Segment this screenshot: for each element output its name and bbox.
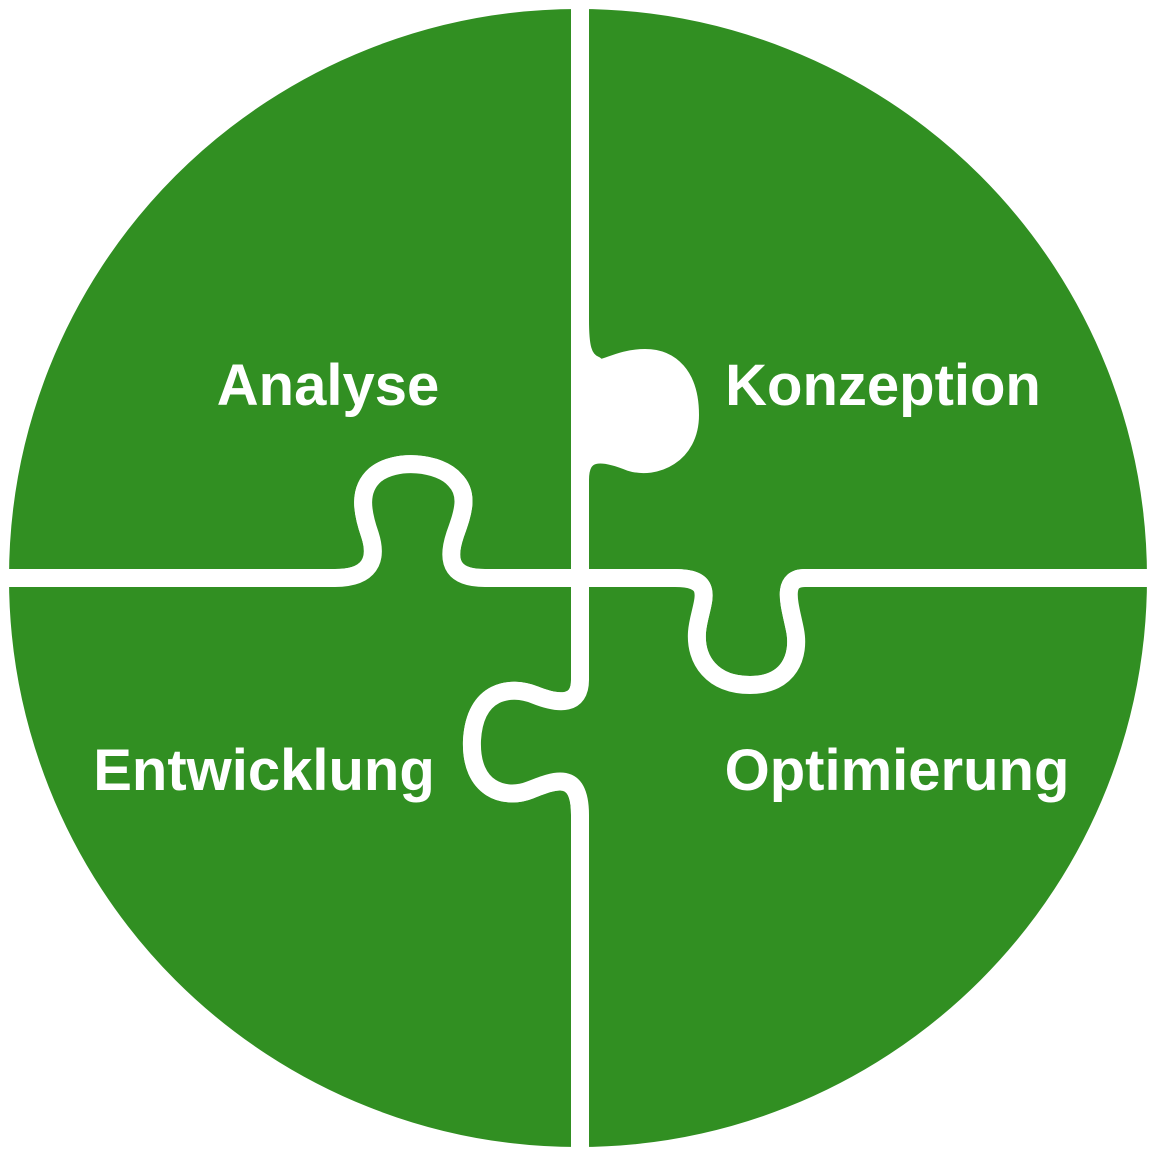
puzzle-piece-optimierung — [462, 569, 1148, 1148]
label-konzeption: Konzeption — [725, 353, 1041, 418]
label-entwicklung: Entwicklung — [93, 738, 435, 803]
label-optimierung: Optimierung — [725, 738, 1070, 803]
circle-outline — [7, 7, 1149, 1149]
label-analyse: Analyse — [217, 353, 439, 418]
